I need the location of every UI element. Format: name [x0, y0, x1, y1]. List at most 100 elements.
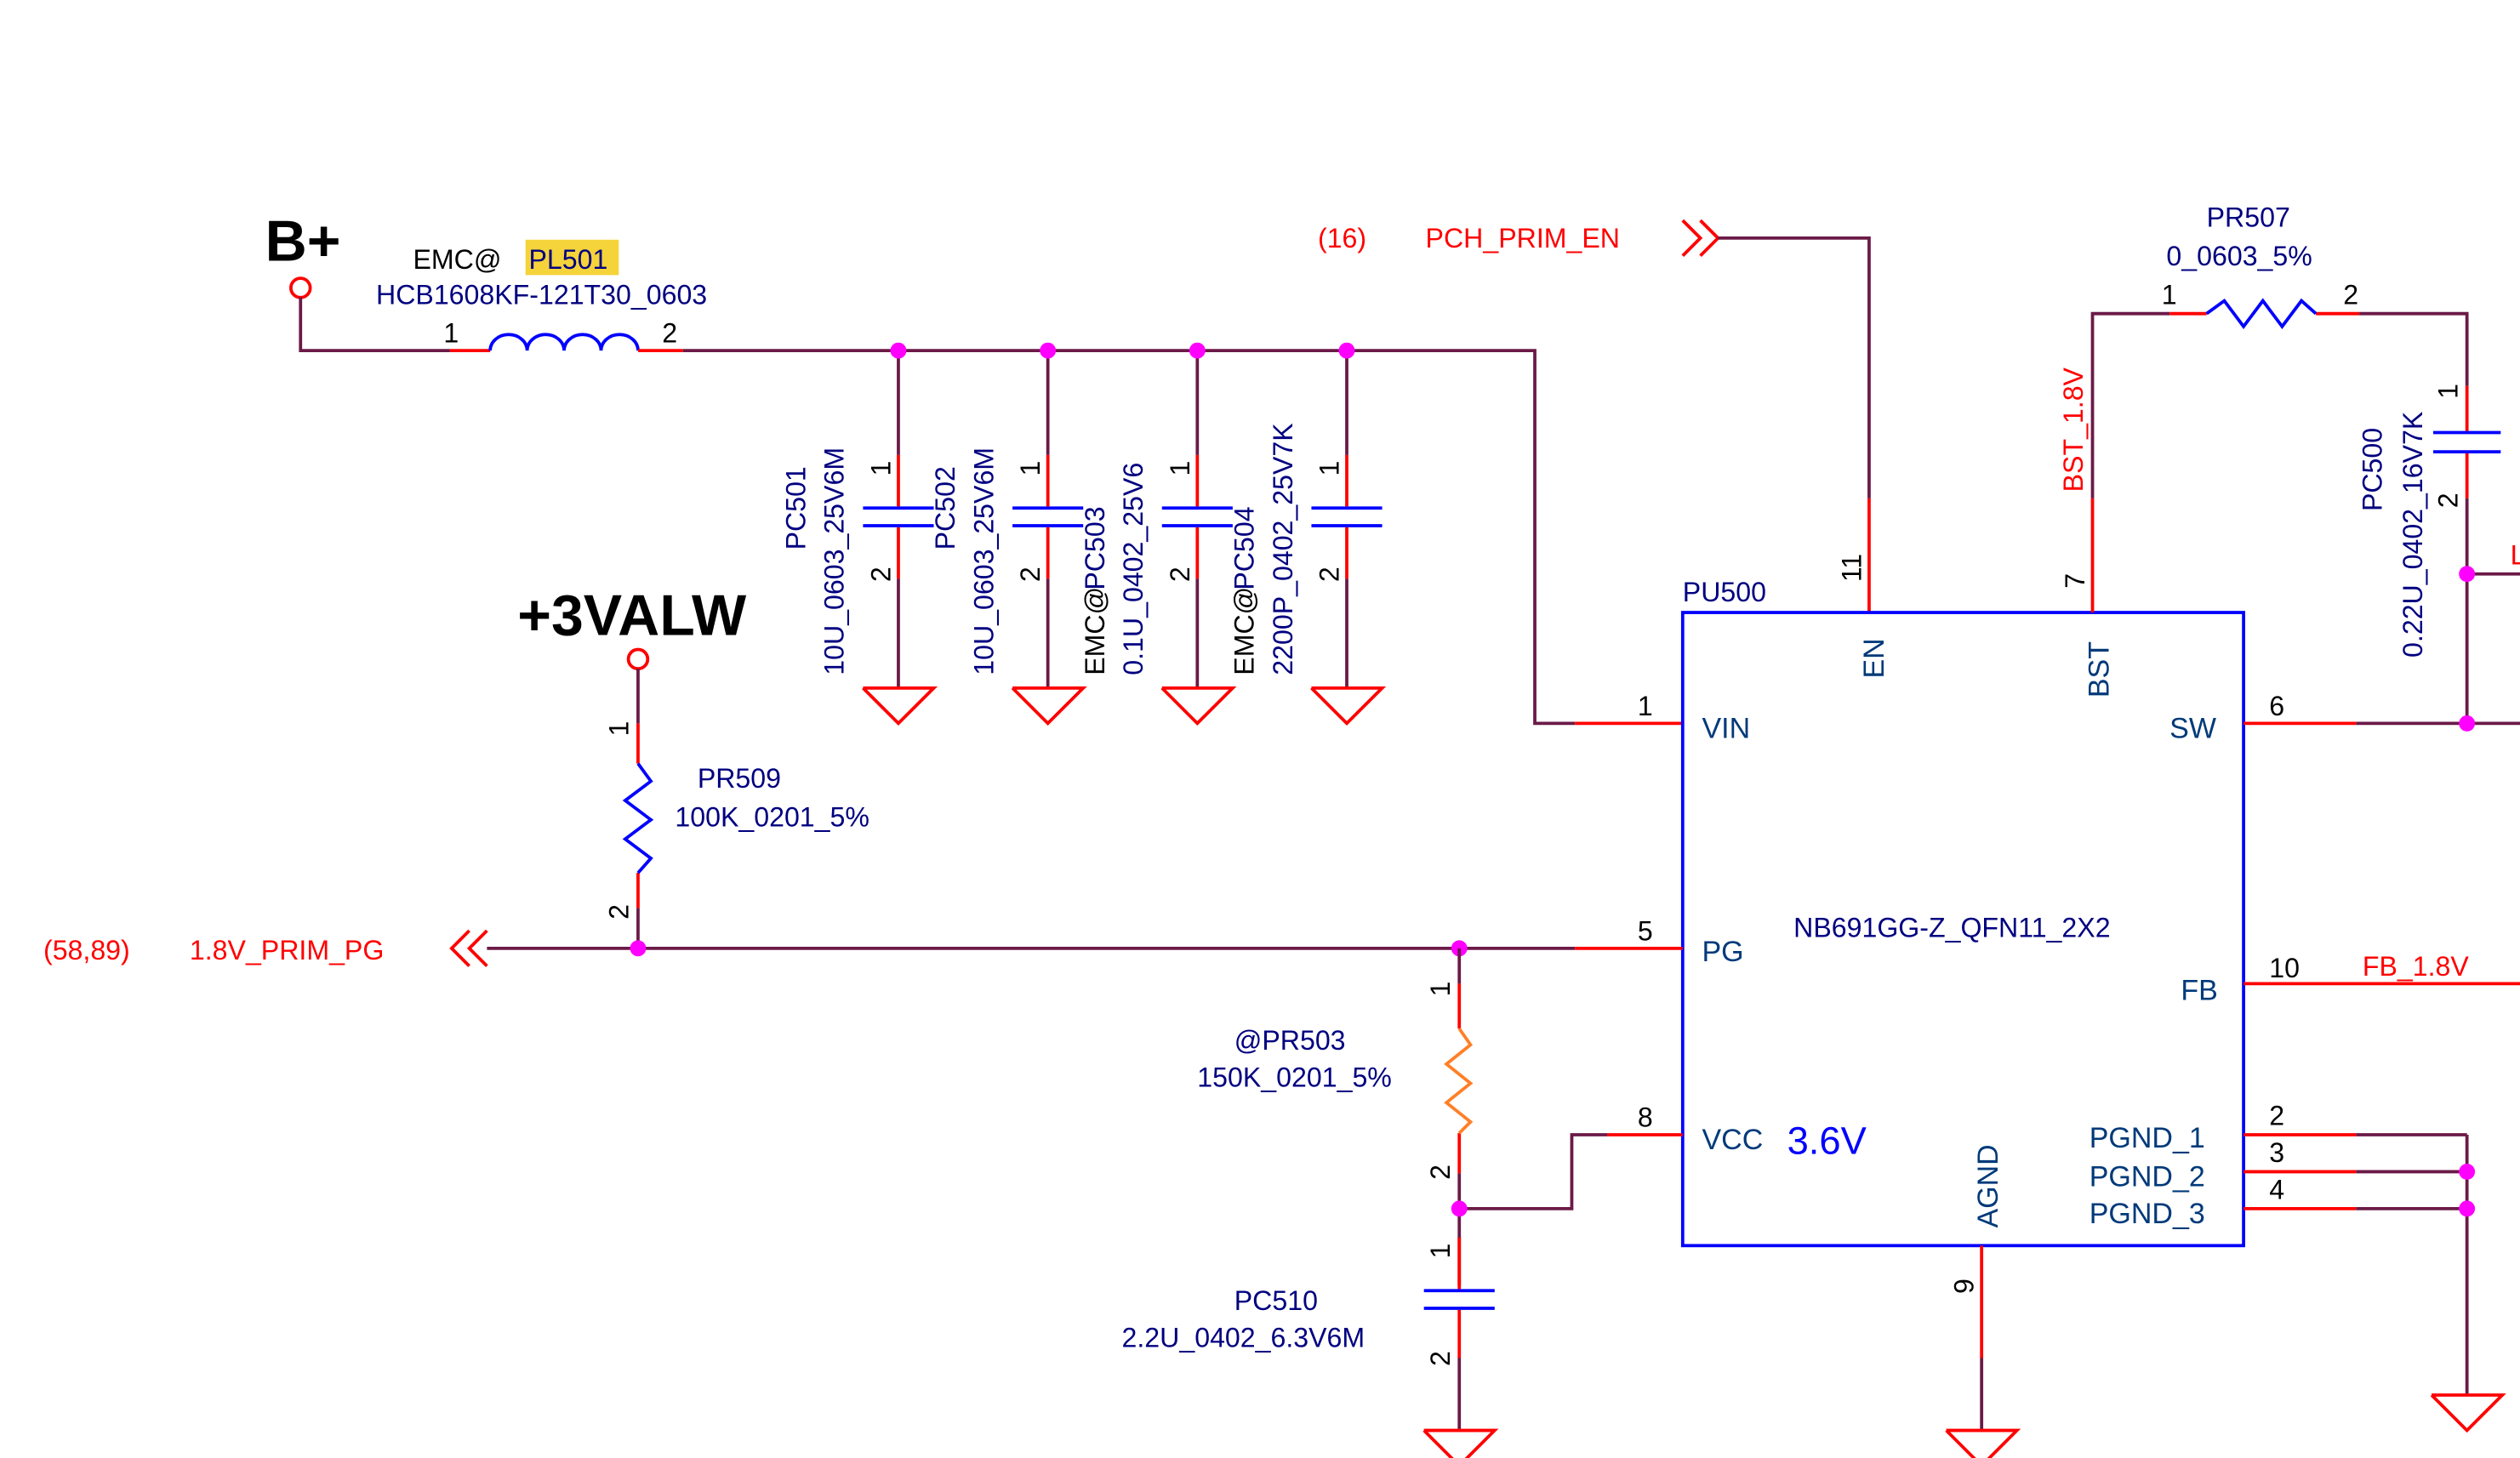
resistor-pr507[interactable] [2205, 298, 2318, 329]
bplus-label: B+ [265, 208, 341, 273]
cut-net-label: L [2511, 539, 2520, 570]
cap-value: 2200P_0402_25V7K [1268, 423, 1298, 675]
pin-num: 2 [2432, 493, 2463, 508]
pin-num: 2 [1425, 1351, 1456, 1366]
pin-num: 1 [1165, 461, 1195, 476]
v3alw-label: +3VALW [517, 583, 747, 647]
junction [2459, 715, 2476, 732]
pr509-ref: PR509 [698, 763, 781, 794]
cap-value: 10U_0603_25V6M [819, 447, 850, 675]
junction [890, 342, 907, 359]
pin-num: 2 [1425, 1165, 1456, 1180]
pin-num: 9 [1949, 1279, 1980, 1294]
inductor-pl501[interactable]: EMC@ PL501 HCB1608KF-121T30_0603 1 2 [376, 239, 707, 351]
pin-num: 1 [2162, 279, 2177, 310]
cap-ref: PC504 [1229, 506, 1259, 589]
pin-num: 1 [1425, 982, 1456, 997]
offpage-connector-icon [1681, 219, 1721, 258]
junction [630, 940, 647, 957]
pin-num: 2 [866, 567, 897, 582]
pin-num: 2 [1015, 567, 1046, 582]
resistor-pr509[interactable] [622, 762, 654, 874]
pl501-prefix: EMC@ [413, 244, 501, 275]
ground-icon [1309, 686, 1384, 726]
vcc-voltage: 3.6V [1787, 1119, 1867, 1163]
prim-pg-net[interactable]: 1.8V_PRIM_PG [190, 935, 384, 965]
pin-num: 2 [1165, 567, 1195, 582]
pr503-value: 150K_0201_5% [1197, 1062, 1392, 1092]
ground-icon [1422, 1428, 1497, 1458]
pin-fb: FB [2181, 974, 2217, 1006]
cap-ref: PC501 [780, 466, 811, 550]
capacitor-pc500[interactable] [2432, 430, 2501, 454]
junction [2459, 1163, 2476, 1180]
junction [2459, 566, 2476, 583]
pin-pgnd2: PGND_2 [2090, 1160, 2205, 1193]
pin-sw: SW [2169, 712, 2216, 744]
fb-net-label[interactable]: FB_1.8V [2363, 951, 2470, 982]
pin-num: 7 [2060, 573, 2090, 589]
bst-wire [2090, 311, 2520, 724]
pin-pgnd3: PGND_3 [2090, 1198, 2205, 1230]
pin-num: 11 [1836, 554, 1867, 582]
bplus-port[interactable] [289, 276, 312, 299]
pin-num: 6 [2269, 691, 2284, 721]
ground-icon [861, 686, 936, 726]
pin-num: 8 [1638, 1102, 1653, 1133]
pin-num: 1 [1314, 461, 1345, 476]
pc510-value: 2.2U_0402_6.3V6M [1122, 1322, 1365, 1353]
pin-num: 3 [2269, 1137, 2284, 1168]
ic-part: NB691GG-Z_QFN11_2X2 [1793, 913, 2110, 943]
pr507-ref: PR507 [2207, 202, 2290, 233]
junction [1040, 342, 1057, 359]
cap-ref: PC503 [1080, 506, 1110, 589]
pin-num: 2 [2343, 279, 2358, 310]
bst-net-label: BST_1.8V [2058, 367, 2089, 492]
highlight [525, 239, 619, 276]
capacitor-pc501[interactable]: PC501 10U_0603_25V6M 1 2 [780, 342, 936, 726]
pin-vin: VIN [1702, 712, 1750, 744]
pin-pg: PG [1702, 936, 1743, 968]
pl501-value: HCB1608KF-121T30_0603 [376, 279, 707, 310]
v3alw-port[interactable] [626, 647, 650, 671]
junction [1338, 342, 1355, 359]
pin-num: 1 [1425, 1244, 1456, 1259]
pr509-value: 100K_0201_5% [675, 801, 869, 832]
pin-agnd: AGND [1972, 1144, 2004, 1227]
pch-prim-en-net[interactable]: PCH_PRIM_EN [1426, 223, 1620, 253]
cap-ref: PC502 [930, 466, 961, 550]
junction [1451, 1200, 1468, 1217]
pc500-value: 0.22U_0402_16V7K [2397, 411, 2428, 658]
pin-num: 2 [2269, 1101, 2284, 1131]
pch-prim-en-ref: (16) [1318, 223, 1366, 253]
capacitor-pc510[interactable] [1423, 1289, 1495, 1310]
cap-prefix: EMC@ [1229, 587, 1259, 675]
pin-en: EN [1858, 638, 1890, 678]
capacitor-pc503[interactable]: EMC@PC503 0.1U_0402_25V6 1 2 [1080, 342, 1234, 726]
pin-num: 2 [604, 904, 635, 920]
pin-num: 1 [866, 461, 897, 476]
pin-num: 1 [604, 721, 635, 737]
ground-icon [1944, 1428, 2019, 1458]
inductor-symbol [488, 333, 640, 351]
pin-pgnd1: PGND_1 [2090, 1122, 2205, 1154]
pin-bst: BST [2083, 641, 2115, 698]
pc500-ref: PC500 [2358, 428, 2388, 511]
vcc-wire [1459, 1133, 1683, 1210]
bplus-wire [299, 297, 491, 353]
cap-prefix: EMC@ [1080, 587, 1110, 675]
pin-num: 1 [443, 318, 459, 349]
pin-num: 1 [2432, 384, 2463, 399]
cap-value: 0.1U_0402_25V6 [1118, 463, 1149, 675]
pin-num: 10 [2269, 953, 2300, 983]
resistor-pr503[interactable] [1444, 1028, 1474, 1135]
pr507-value: 0_0603_5% [2166, 241, 2312, 271]
ic-pu500[interactable] [1680, 611, 2245, 1248]
pl501-ref: PL501 [528, 244, 607, 275]
en-wire [1718, 236, 1871, 613]
pr503-ref: @PR503 [1234, 1025, 1346, 1056]
pin-num: 5 [1638, 915, 1653, 946]
